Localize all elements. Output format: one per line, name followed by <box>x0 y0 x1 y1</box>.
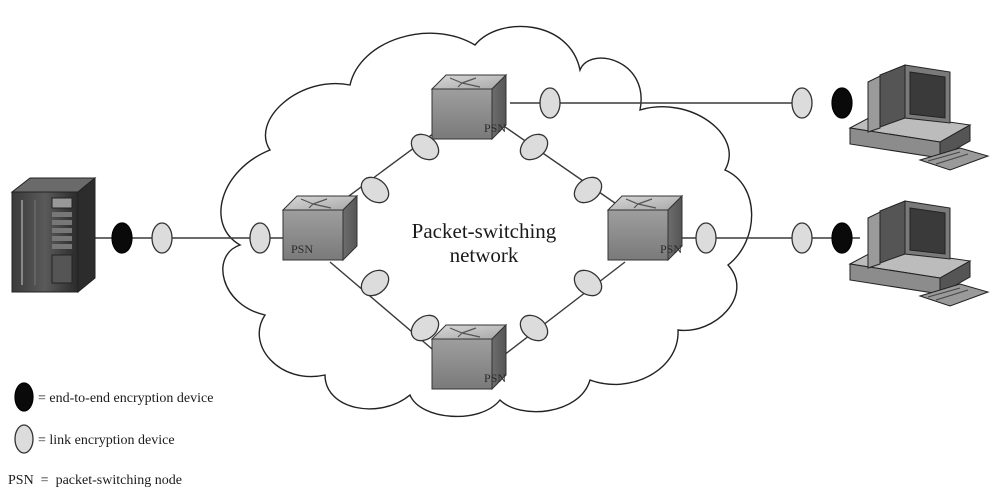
packet-switching-network-cloud <box>220 25 753 418</box>
link-encryption-device-icon <box>519 133 549 161</box>
psn-node-left: PSN <box>282 195 358 261</box>
legend: = end-to-end encryption device = link en… <box>8 382 213 488</box>
link-encryption-device-icon <box>791 222 813 254</box>
psn-node-right: PSN <box>607 195 683 261</box>
link-encryption-device-icon <box>573 269 603 297</box>
link-encryption-device-icon <box>410 133 440 161</box>
link-encryption-device-icon <box>151 222 173 254</box>
workstation-icon <box>848 200 990 307</box>
workstation-top <box>848 64 990 171</box>
link-encryption-device-icon <box>791 87 813 119</box>
network-label-line1: Packet-switching <box>412 219 557 243</box>
end-to-end-encryption-devices <box>111 87 853 254</box>
server-icon <box>10 176 97 294</box>
link-encryption-device-icon <box>695 222 717 254</box>
link-encryption-device-icon <box>360 269 390 297</box>
link-encryption-device-icon <box>573 176 603 204</box>
link-encryption-device-icon <box>519 314 549 342</box>
link-encryption-device-icon <box>410 314 440 342</box>
workstation-icon <box>848 64 990 171</box>
legend-link-label: = link encryption device <box>38 433 175 448</box>
psn-node-label: PSN <box>291 242 313 256</box>
end-to-end-encryption-device-icon <box>111 222 133 254</box>
psn-node-top: PSN <box>431 74 507 140</box>
workstation-bottom <box>848 200 990 307</box>
link-encryption-device-icon <box>249 222 271 254</box>
link-encryption-devices <box>151 87 813 342</box>
psn-node-label: PSN <box>484 371 506 385</box>
link-encryption-device-icon <box>539 87 561 119</box>
legend-e2e-label: = end-to-end encryption device <box>38 391 213 406</box>
end-to-end-encryption-device-icon <box>14 382 34 412</box>
end-to-end-encryption-device-icon <box>831 87 853 119</box>
network-label-line2: network <box>450 243 519 267</box>
psn-node-label: PSN <box>484 121 506 135</box>
psn-node-label: PSN <box>660 242 682 256</box>
legend-psn-label: PSN = packet-switching node <box>8 473 182 488</box>
end-to-end-encryption-device-icon <box>831 222 853 254</box>
psn-node-bottom: PSN <box>431 324 507 390</box>
link-encryption-device-icon <box>14 424 34 454</box>
link-encryption-device-icon <box>360 176 390 204</box>
